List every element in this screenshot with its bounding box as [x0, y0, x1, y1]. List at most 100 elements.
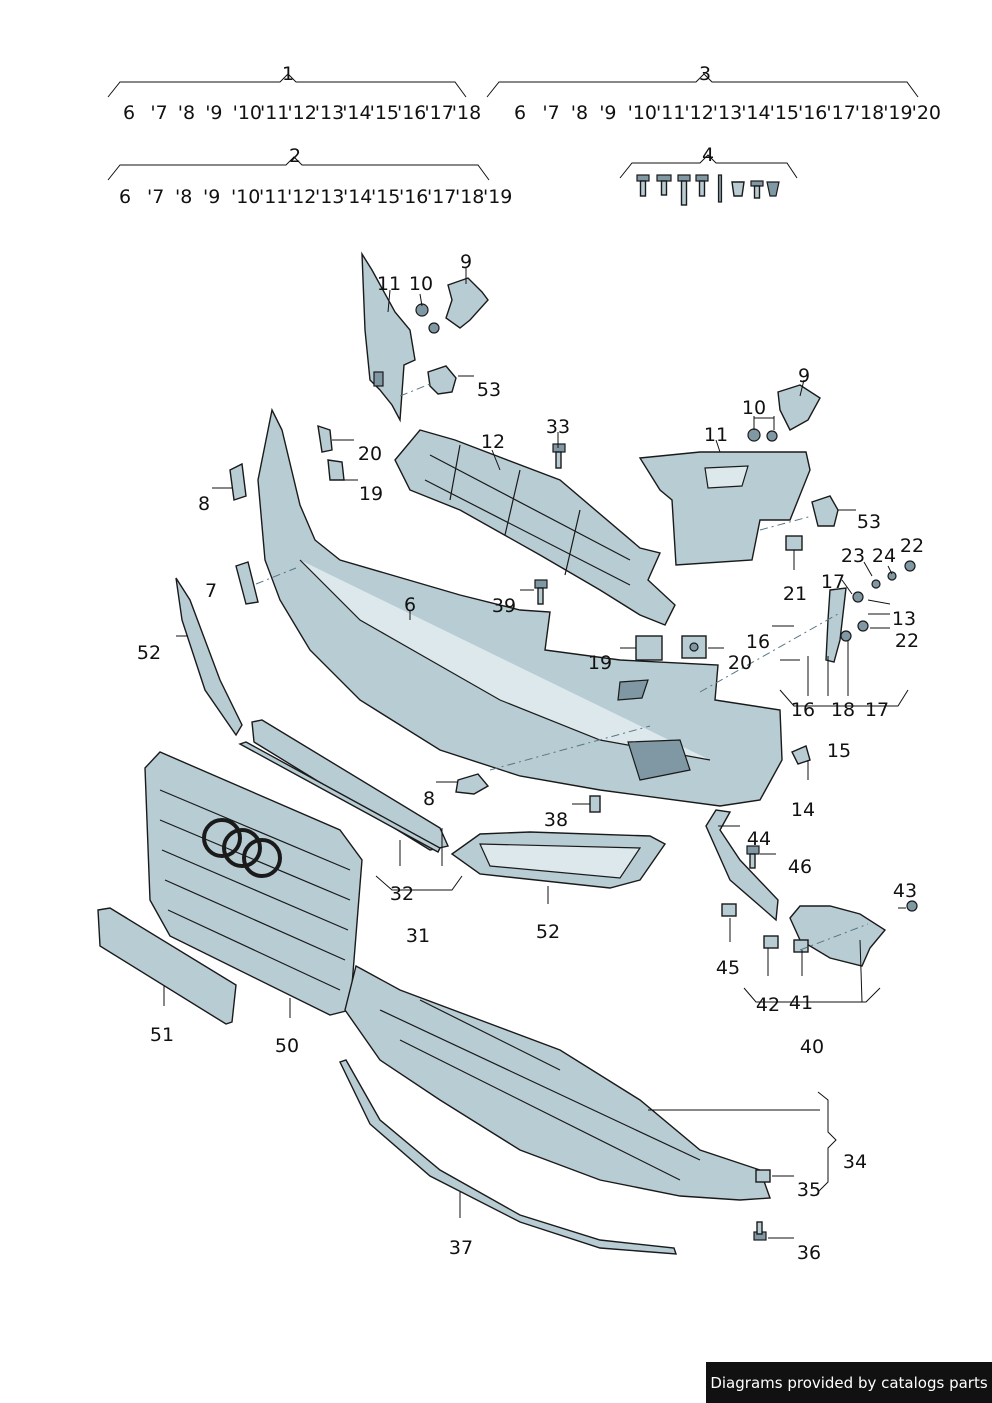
- screw-33: [552, 443, 566, 469]
- year-group-label: 3: [699, 63, 711, 85]
- callout-label: 46: [788, 856, 812, 878]
- callout-label: 40: [800, 1036, 824, 1058]
- year-label: '8: [175, 186, 192, 208]
- callout-label: 14: [791, 799, 815, 821]
- callout-label: 53: [857, 511, 881, 533]
- clips-41-42-45: [721, 903, 809, 953]
- year-group-label: 2: [289, 145, 301, 167]
- callout-label: 31: [406, 925, 430, 947]
- callout-label: 10: [742, 397, 766, 419]
- clip-38: [589, 795, 601, 813]
- callout-labels: 9 11 10 53 12 33 20 19 8 9 10 11 53 23 2…: [137, 251, 924, 1264]
- year-group-label: 1: [282, 63, 294, 85]
- bracket-19-mid: [635, 635, 663, 661]
- left-bumper-bracket: [361, 251, 416, 423]
- align-line: [699, 613, 839, 693]
- callout-label: 32: [390, 883, 414, 905]
- year-label: '17: [424, 102, 453, 124]
- callout-label: 19: [359, 483, 383, 505]
- bracket-19-top: [327, 459, 345, 481]
- year-label: '15: [370, 102, 399, 124]
- year-label: '12: [684, 102, 713, 124]
- clip-21: [785, 535, 803, 551]
- footer-text: Diagrams provided by catalogs parts: [710, 1373, 988, 1392]
- mount-bracket-17-18: [825, 560, 916, 663]
- radiator-grille-50: [144, 751, 363, 1016]
- callout-label: 11: [377, 273, 401, 295]
- year-label: '12: [287, 102, 316, 124]
- trim-strip-lower: [238, 741, 441, 853]
- cap-8-top: [229, 462, 247, 501]
- callout-label: 8: [198, 493, 210, 515]
- callout-label: 6: [404, 594, 416, 616]
- callout-label: 22: [900, 535, 924, 557]
- year-label: '14: [741, 102, 770, 124]
- bracket-9-left: [445, 277, 489, 329]
- year-label: '7: [147, 186, 164, 208]
- callout-label: 50: [275, 1035, 299, 1057]
- year-label: '18: [452, 102, 481, 124]
- callout-label: 43: [893, 880, 917, 902]
- clip-35: [755, 1169, 771, 1183]
- year-label: '13: [713, 102, 742, 124]
- align-line: [489, 725, 651, 771]
- grille-frame-12: [394, 429, 676, 626]
- year-label: '18: [455, 186, 484, 208]
- year-label: '9: [203, 186, 220, 208]
- year-group-2: 2 6'7'8'9'10'11'12'13'14'15'16'17'18'19: [107, 145, 512, 208]
- callout-label: 16: [791, 699, 815, 721]
- license-plate-bracket-51: [97, 907, 237, 1025]
- callout-label: 42: [756, 994, 780, 1016]
- callout-label: 23: [841, 545, 865, 567]
- sensor-53-left: [427, 365, 457, 395]
- year-label: '8: [571, 102, 588, 124]
- callout-label: 53: [477, 379, 501, 401]
- year-label: '9: [205, 102, 222, 124]
- year-label: '11: [259, 186, 288, 208]
- callout-label: 52: [137, 642, 161, 664]
- callout-label: 36: [797, 1242, 821, 1264]
- year-label: '19: [483, 186, 512, 208]
- clip-15-14: [791, 745, 811, 765]
- year-label: '10: [233, 102, 262, 124]
- year-label: '16: [397, 102, 426, 124]
- year-label: '9: [599, 102, 616, 124]
- callout-label: 9: [798, 365, 810, 387]
- year-label: '13: [315, 186, 344, 208]
- year-label: '15: [371, 186, 400, 208]
- trim-strip-32: [251, 719, 449, 851]
- year-label: '14: [343, 186, 372, 208]
- callout-label: 33: [546, 416, 570, 438]
- trim-52-left: [175, 577, 243, 737]
- callout-label: 8: [423, 788, 435, 810]
- screw-43: [906, 900, 918, 912]
- year-label: 6: [514, 102, 526, 124]
- year-label: '12: [287, 186, 316, 208]
- callout-label: 51: [150, 1024, 174, 1046]
- cap-8-bottom: [455, 773, 490, 795]
- callout-label: 44: [747, 828, 771, 850]
- callout-label: 15: [827, 740, 851, 762]
- footer-banner: Diagrams provided by catalogs parts: [706, 1362, 992, 1403]
- bracket-20-mid: [681, 635, 707, 659]
- year-label: '10: [628, 102, 657, 124]
- year-label: '7: [542, 102, 559, 124]
- callout-label: 9: [460, 251, 472, 273]
- align-line: [399, 383, 431, 397]
- year-label: '11: [656, 102, 685, 124]
- callout-label: 20: [728, 652, 752, 674]
- year-group-1: 1 6'7'8'9'10'11'12'13'14'15'16'17'18: [107, 63, 481, 124]
- callout-label: 17: [821, 571, 845, 593]
- year-label: '11: [260, 102, 289, 124]
- leader-lines: [163, 268, 909, 1239]
- callout-label: 39: [492, 595, 516, 617]
- clip-10-left: [415, 303, 440, 334]
- callout-label: 17: [865, 699, 889, 721]
- year-label: '17: [826, 102, 855, 124]
- callout-label: 20: [358, 443, 382, 465]
- callout-label: 52: [536, 921, 560, 943]
- callout-label: 18: [831, 699, 855, 721]
- callout-label: 13: [892, 608, 916, 630]
- cap-7: [235, 561, 259, 605]
- underbody-panel-34: [344, 964, 771, 1201]
